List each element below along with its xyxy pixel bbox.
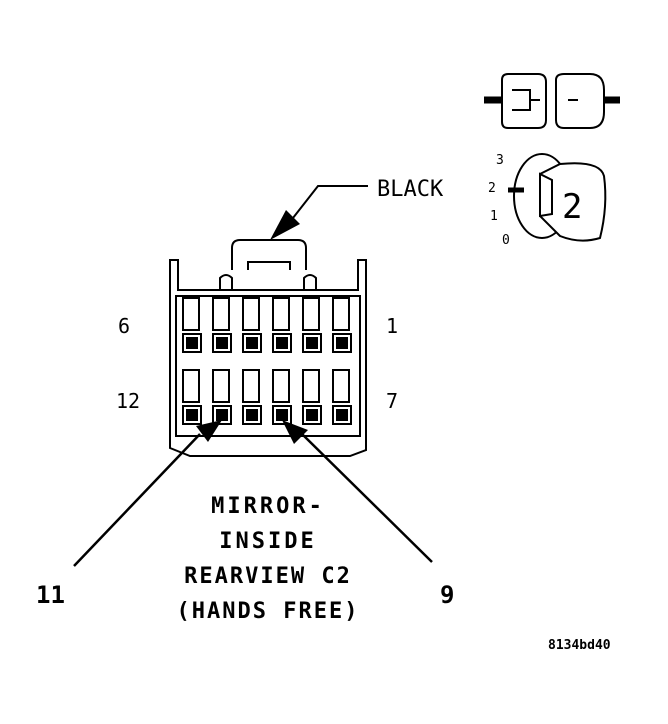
terminal-9 (272, 369, 292, 425)
pointer-arrow-9 (282, 420, 433, 563)
pin-label-7: 7 (386, 389, 398, 413)
terminal-6 (182, 297, 202, 353)
terminal-8 (302, 369, 322, 425)
position-label-1: 1 (490, 209, 498, 224)
terminal-12 (182, 369, 202, 425)
connector-body (169, 239, 367, 457)
terminal-2 (302, 297, 322, 353)
position-label-3: 3 (496, 153, 504, 168)
figure-id: 8134bd40 (548, 638, 611, 653)
title-line-3: REARVIEW C2 (184, 564, 352, 589)
terminal-1 (332, 297, 352, 353)
switch-position-inset: 3 2 1 0 2 (488, 153, 607, 248)
title-line-1: MIRROR- (211, 494, 325, 519)
connector-title: MIRROR- INSIDE REARVIEW C2 (HANDS FREE) (177, 494, 360, 624)
terminal-5 (212, 297, 232, 353)
terminal-7 (332, 369, 352, 425)
terminal-4 (242, 297, 262, 353)
pin-label-1: 1 (386, 314, 398, 338)
switch-badge-number: 2 (562, 187, 582, 227)
terminal-row-bottom (182, 369, 352, 425)
pointer-arrow-11 (73, 420, 222, 567)
black-callout-arrow (270, 185, 368, 240)
terminal-11 (212, 369, 232, 425)
terminal-row-top (182, 297, 352, 353)
callout-label: BLACK (377, 177, 444, 202)
pointer-label-11: 11 (36, 581, 65, 609)
title-line-4: (HANDS FREE) (177, 599, 360, 624)
pin-label-12: 12 (116, 389, 140, 413)
connector-side-view-inset (484, 73, 620, 129)
terminal-3 (272, 297, 292, 353)
position-label-2: 2 (488, 181, 496, 196)
terminal-10 (242, 369, 262, 425)
pin-label-6: 6 (118, 314, 130, 338)
pointer-label-9: 9 (440, 581, 454, 609)
position-label-0: 0 (502, 233, 510, 248)
title-line-2: INSIDE (219, 529, 316, 554)
